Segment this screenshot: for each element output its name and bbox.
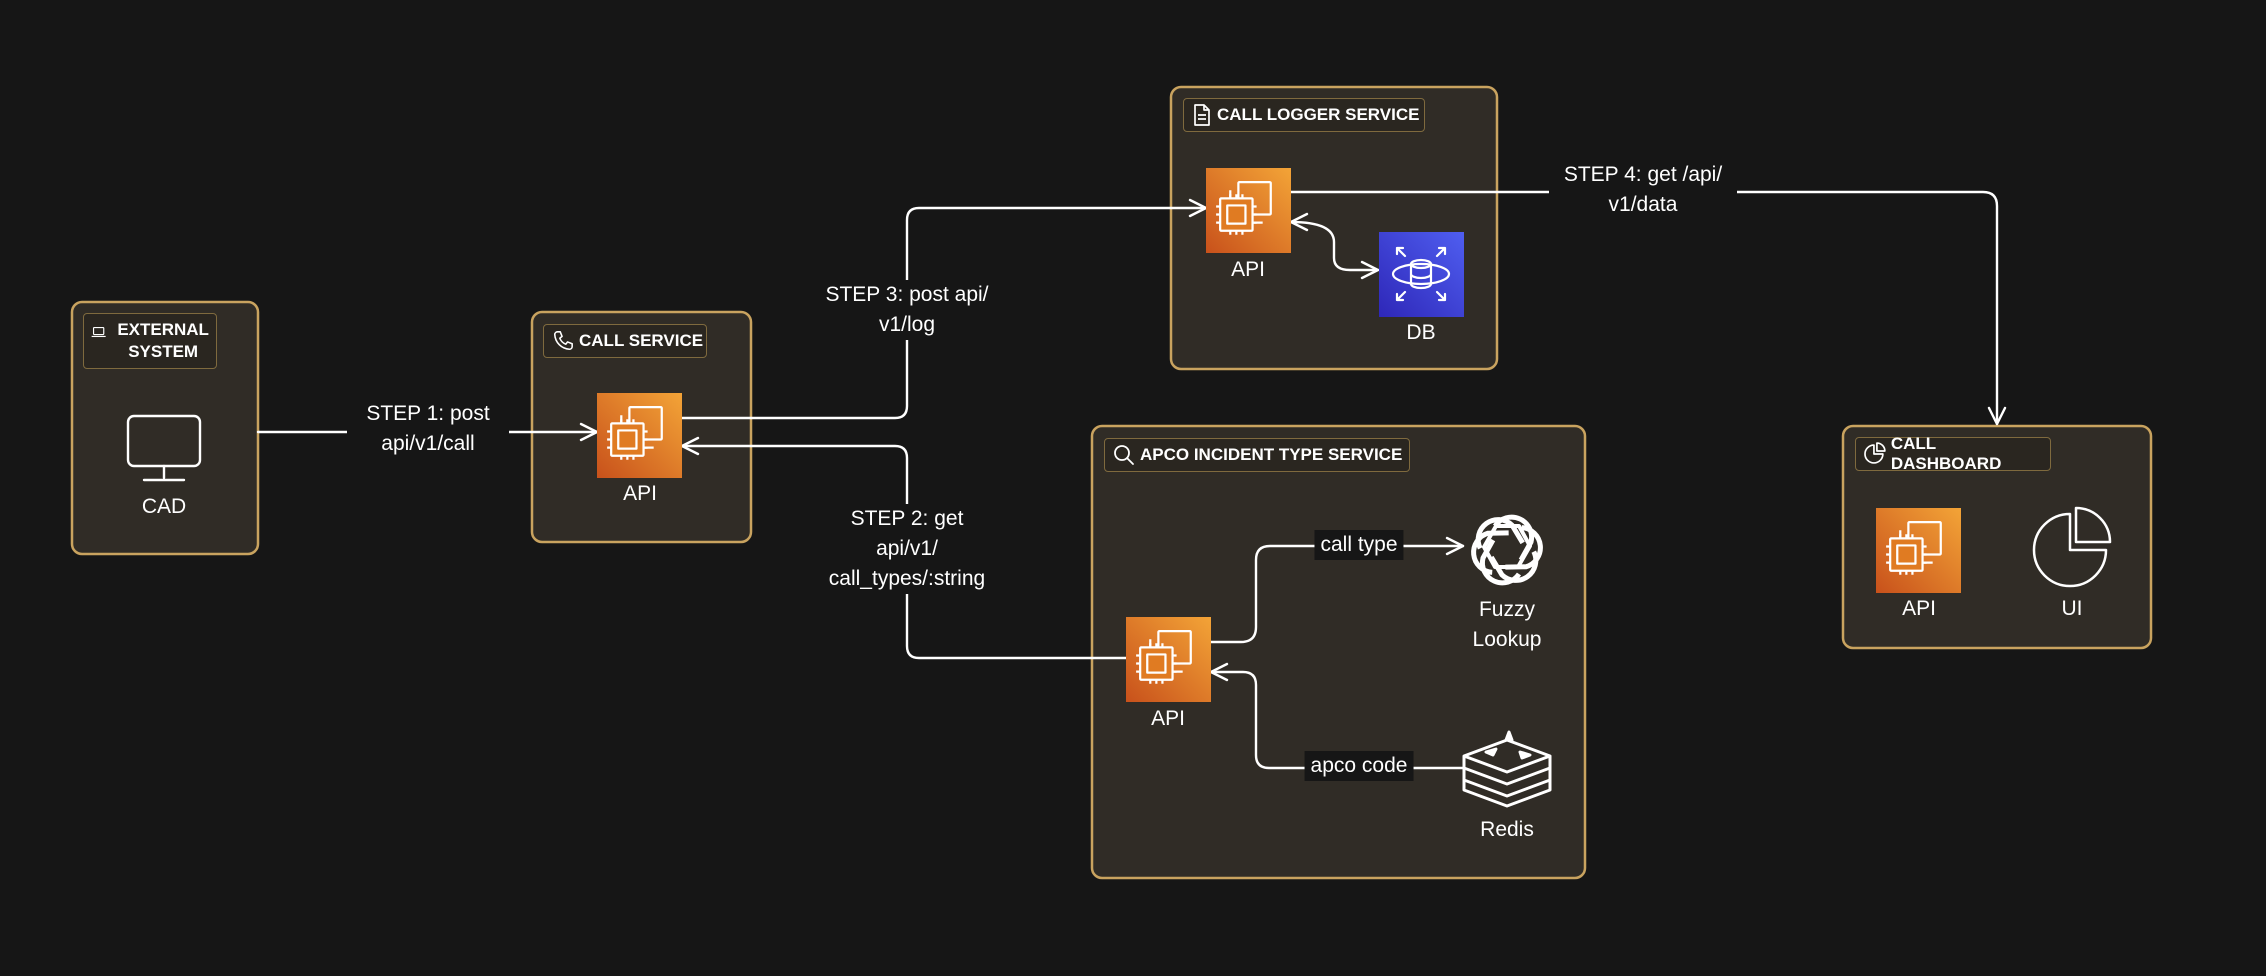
step1-label: STEP 1: post api/v1/call [347, 399, 509, 459]
step4-label: STEP 4: get /api/ v1/data [1549, 160, 1737, 220]
apco-title: APCO INCIDENT TYPE SERVICE [1140, 445, 1403, 464]
cad-label: CAD [141, 495, 187, 518]
ui-label: UI [2061, 597, 2083, 620]
apco-api-label: API [1151, 707, 1185, 730]
call-logger-tag: CALL LOGGER SERVICE [1183, 98, 1425, 132]
logger-api-icon [1206, 168, 1291, 253]
document-icon [1194, 104, 1210, 126]
apco-api-icon [1126, 617, 1211, 702]
pie-chart-icon [1864, 442, 1886, 464]
step2-label: STEP 2: get api/v1/ call_types/:string [821, 504, 993, 594]
api-db-arrow [1289, 212, 1380, 280]
step4-arrow [1289, 190, 2007, 426]
container-boxes [70, 85, 2153, 880]
logger-api-label: API [1231, 258, 1265, 281]
fuzzy-lookup-label: Fuzzy Lookup [1472, 598, 1542, 651]
call-api-icon [597, 393, 682, 478]
dashboard-api-icon [1876, 508, 1961, 593]
external-system-title: EXTERNAL SYSTEM [117, 320, 209, 361]
call-dashboard-tag: CALL DASHBOARD [1855, 434, 2051, 473]
apco-code-arrow [1209, 662, 1465, 770]
redis-label: Redis [1480, 818, 1534, 841]
db-icon [1379, 232, 1464, 317]
dashboard-api-label: API [1902, 597, 1936, 620]
fuzzy-lookup-icon [1471, 514, 1543, 586]
call-type-arrow [1209, 536, 1465, 644]
call-api-label: API [623, 482, 657, 505]
call-service-tag: CALL SERVICE [543, 324, 707, 358]
call-dashboard-title: CALL DASHBOARD [1890, 434, 2002, 473]
laptop-icon [91, 326, 106, 338]
step3-label: STEP 3: post api/ v1/log [812, 280, 1002, 340]
search-icon [1114, 445, 1134, 465]
call-service-title: CALL SERVICE [579, 331, 704, 350]
redis-icon [1462, 730, 1552, 808]
call-logger-title: CALL LOGGER SERVICE [1217, 105, 1420, 124]
cad-monitor-icon [126, 414, 202, 482]
phone-icon [553, 331, 573, 351]
external-system-tag: EXTERNAL SYSTEM [83, 313, 217, 369]
db-label: DB [1406, 321, 1436, 344]
call-type-label: call type [1314, 530, 1404, 560]
apco-tag: APCO INCIDENT TYPE SERVICE [1104, 438, 1410, 472]
ui-pie-icon [2032, 506, 2112, 588]
apco-code-label: apco code [1304, 751, 1414, 781]
